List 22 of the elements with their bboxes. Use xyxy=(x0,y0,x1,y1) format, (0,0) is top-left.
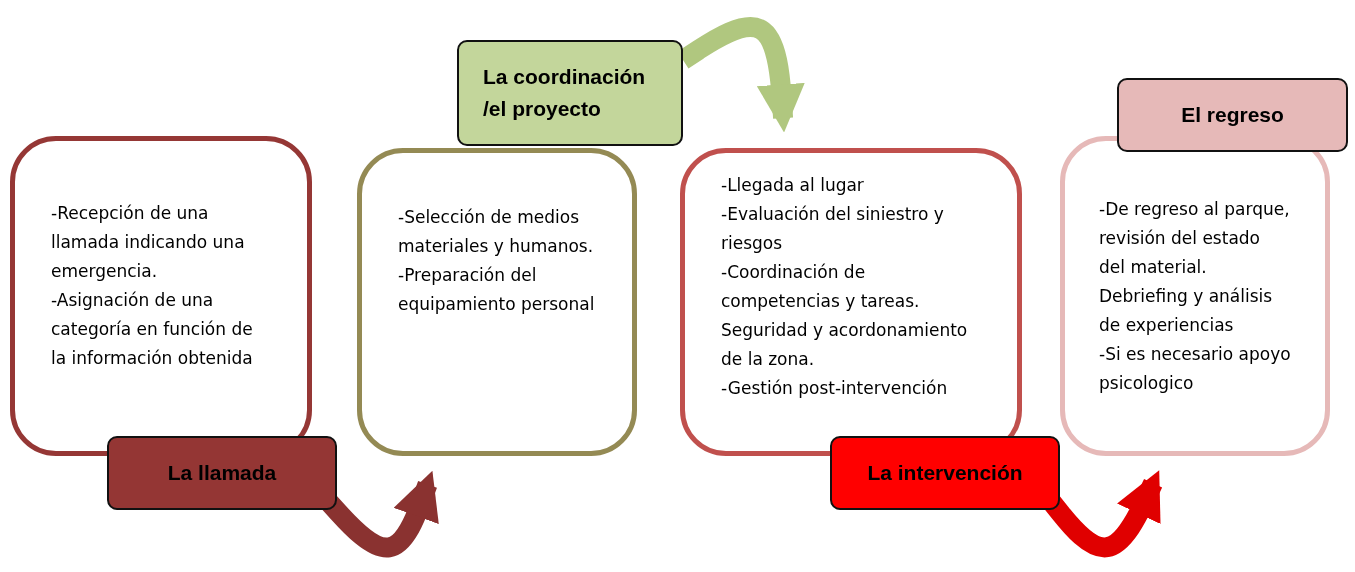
step-description: -Coordinación de competencias y tareas. Seguridad y acordonamiento de la zona. xyxy=(721,261,969,371)
step-description: -Asignación de una categoría en función de la información obtenida xyxy=(51,289,254,370)
step-label-tab xyxy=(457,40,683,146)
step-description: -Evaluación del siniestro y riesgos xyxy=(721,203,945,255)
step-description: -Selección de medios materiales y humanos. xyxy=(398,206,595,258)
step-title: La llamada xyxy=(167,460,277,486)
step-description: -Si es necesario apoyo psicologico xyxy=(1099,343,1291,395)
step-description: -Gestión post-intervención xyxy=(721,377,949,400)
step-description: -Preparación del equipamiento personal xyxy=(398,264,596,316)
step-box xyxy=(1060,136,1330,456)
step-label-tab xyxy=(107,436,337,510)
step-description: -De regreso al parque, revisión del estado del material. Debriefing y análisis de experiencias xyxy=(1099,198,1291,337)
step-label-tab xyxy=(1117,78,1348,152)
step-description: -Llegada al lugar xyxy=(721,174,865,197)
step-title: La coordinación /el proyecto xyxy=(483,64,647,122)
step-box xyxy=(357,148,637,456)
step-title: La intervención xyxy=(867,460,1023,486)
step-box xyxy=(680,148,1022,456)
step-box xyxy=(10,136,312,456)
step-description: -Recepción de una llamada indicando una emergencia. xyxy=(51,202,246,283)
step-label-tab xyxy=(830,436,1060,510)
step-title: El regreso xyxy=(1181,102,1284,128)
